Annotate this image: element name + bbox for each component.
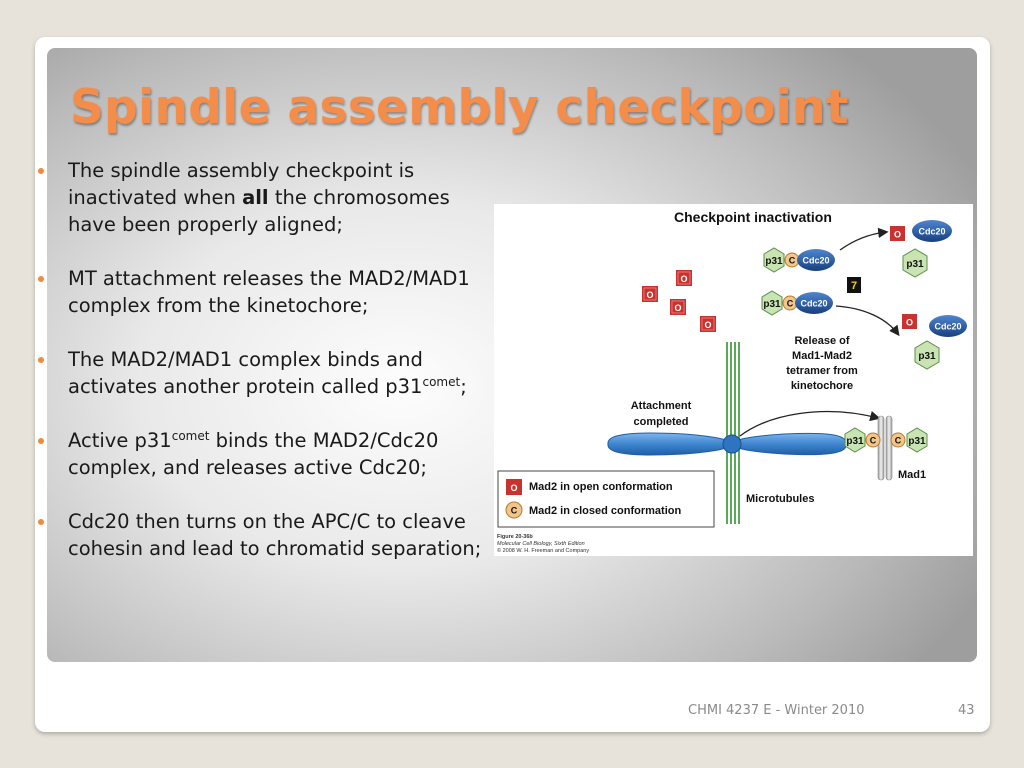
cdc20-icon: Cdc20 bbox=[929, 315, 967, 337]
svg-text:O: O bbox=[704, 320, 711, 330]
svg-text:p31: p31 bbox=[846, 436, 864, 447]
svg-text:p31: p31 bbox=[906, 259, 924, 270]
svg-text:kinetochore: kinetochore bbox=[791, 380, 853, 392]
bullet-item: Active p31comet binds the MAD2/Cdc20 com… bbox=[38, 427, 493, 481]
svg-text:p31: p31 bbox=[765, 256, 783, 267]
p31-icon: p31 bbox=[902, 248, 928, 278]
svg-text:Mad2 in open conformation: Mad2 in open conformation bbox=[529, 481, 673, 493]
mad1-mad2-tetramer: p31 C C p31 Mad1 bbox=[844, 415, 928, 481]
step-number: 7 bbox=[851, 280, 857, 292]
cdc20-icon: Cdc20 bbox=[912, 220, 952, 242]
checkpoint-diagram: Checkpoint inactivation O O O bbox=[497, 209, 967, 554]
release-label: Release of Mad1-Mad2 tetramer from kinet… bbox=[786, 335, 858, 392]
svg-text:Molecular Cell Biology, Sixth: Molecular Cell Biology, Sixth Edition bbox=[497, 541, 585, 547]
checkpoint-figure: Checkpoint inactivation O O O bbox=[494, 204, 973, 556]
svg-text:Cdc20: Cdc20 bbox=[918, 227, 945, 237]
svg-text:Cdc20: Cdc20 bbox=[800, 299, 827, 309]
svg-text:O: O bbox=[906, 318, 913, 328]
svg-text:Figure 20-36b: Figure 20-36b bbox=[497, 534, 533, 540]
figure-title: Checkpoint inactivation bbox=[674, 209, 832, 225]
svg-text:O: O bbox=[894, 230, 901, 240]
step-badge bbox=[847, 277, 861, 293]
svg-text:Mad1-Mad2: Mad1-Mad2 bbox=[792, 350, 852, 362]
bullet-icon bbox=[38, 357, 44, 363]
svg-text:tetramer from: tetramer from bbox=[786, 365, 858, 377]
mad2-open-icon: O bbox=[700, 316, 716, 332]
svg-text:Cdc20: Cdc20 bbox=[802, 256, 829, 266]
svg-text:O: O bbox=[510, 483, 517, 493]
microtubules bbox=[726, 342, 740, 524]
attachment-label: Attachment completed bbox=[631, 400, 692, 428]
bullet-icon bbox=[38, 438, 44, 444]
svg-text:completed: completed bbox=[633, 416, 688, 428]
svg-text:p31: p31 bbox=[763, 299, 781, 310]
p31-mad2-cdc20-complex: p31 C Cdc20 bbox=[763, 247, 835, 273]
bullet-item: Cdc20 then turns on the APC/C to cleave … bbox=[38, 508, 493, 562]
mad2-open-icon: O bbox=[676, 270, 692, 286]
svg-text:C: C bbox=[895, 436, 902, 446]
svg-text:O: O bbox=[680, 274, 687, 284]
bullet-item: MT attachment releases the MAD2/MAD1 com… bbox=[38, 265, 493, 319]
page-number: 43 bbox=[958, 703, 975, 718]
svg-text:Mad2 in closed conformation: Mad2 in closed conformation bbox=[529, 505, 681, 517]
mad2-open-icon: O bbox=[670, 299, 686, 315]
microtubules-label: Microtubules bbox=[746, 493, 814, 505]
svg-text:p31: p31 bbox=[918, 351, 936, 362]
svg-text:Cdc20: Cdc20 bbox=[934, 322, 961, 332]
footer-text: CHMI 4237 E - Winter 2010 bbox=[688, 703, 865, 718]
mad2-open-icon: O bbox=[642, 286, 658, 302]
bullet-icon bbox=[38, 519, 44, 525]
svg-text:Attachment: Attachment bbox=[631, 400, 692, 412]
p31-icon: p31 bbox=[914, 340, 940, 370]
svg-text:Release of: Release of bbox=[794, 335, 849, 347]
bullet-icon bbox=[38, 168, 44, 174]
svg-text:p31: p31 bbox=[908, 436, 926, 447]
svg-text:O: O bbox=[646, 290, 653, 300]
bullet-icon bbox=[38, 276, 44, 282]
bullet-list: The spindle assembly checkpoint is inact… bbox=[38, 157, 493, 589]
svg-text:© 2008 W. H. Freeman and Compa: © 2008 W. H. Freeman and Company bbox=[497, 547, 589, 554]
svg-text:C: C bbox=[787, 299, 794, 309]
p31-mad2-cdc20-complex: p31 C Cdc20 bbox=[761, 290, 833, 316]
bullet-item: The spindle assembly checkpoint is inact… bbox=[38, 157, 493, 238]
svg-text:C: C bbox=[511, 506, 518, 516]
svg-text:Mad1: Mad1 bbox=[898, 469, 926, 481]
mad2-open-icon: O bbox=[890, 226, 905, 241]
legend: O Mad2 in open conformation C Mad2 in cl… bbox=[497, 470, 715, 528]
bullet-item: The MAD2/MAD1 complex binds and activate… bbox=[38, 346, 493, 400]
slide-title: Spindle assembly checkpoint bbox=[70, 80, 849, 135]
figure-caption: Figure 20-36b Molecular Cell Biology, Si… bbox=[497, 534, 589, 554]
svg-text:C: C bbox=[870, 436, 877, 446]
mad2-open-icon: O bbox=[902, 314, 917, 329]
svg-text:C: C bbox=[789, 256, 796, 266]
chromosome-icon bbox=[607, 432, 847, 456]
svg-text:O: O bbox=[674, 303, 681, 313]
mad2-open-group: O O O O bbox=[642, 270, 716, 332]
